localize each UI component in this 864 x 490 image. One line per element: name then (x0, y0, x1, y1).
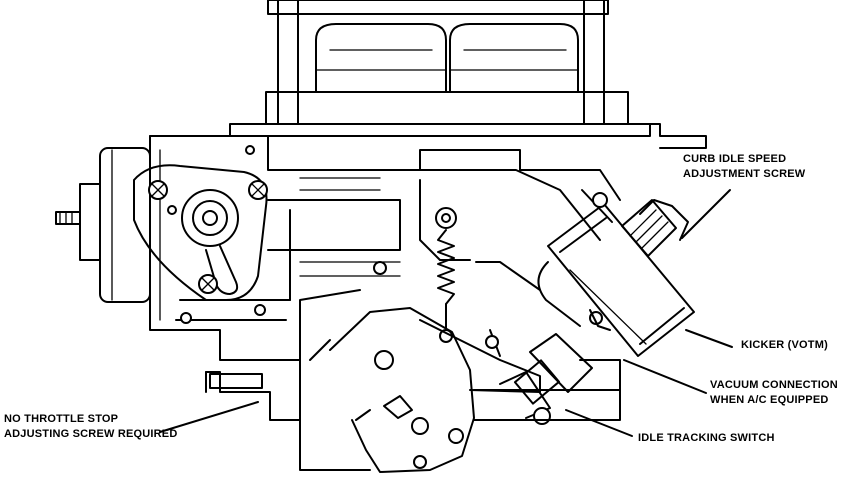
curb-idle-line-1: CURB IDLE SPEED (683, 153, 787, 165)
no-throttle-stop-label: NO THROTTLE STOP ADJUSTING SCREW REQUIRE… (4, 412, 177, 442)
vacuum-connection-label: VACUUM CONNECTION WHEN A/C EQUIPPED (710, 378, 838, 408)
throttle-linkage (419, 169, 601, 343)
curb-idle-line-2: ADJUSTMENT SCREW (683, 168, 806, 180)
curb-idle-speed-label: CURB IDLE SPEED ADJUSTMENT SCREW (683, 152, 805, 182)
leader-lines (159, 189, 733, 437)
throttle-lever (329, 307, 541, 473)
idle-tracking-switch-label: IDLE TRACKING SWITCH (638, 431, 775, 446)
kicker-line-1: KICKER (VOTM) (741, 339, 828, 351)
no-throttle-line-1: NO THROTTLE STOP (4, 413, 119, 425)
idle-tracking-line-1: IDLE TRACKING SWITCH (638, 432, 775, 444)
vacuum-line-1: VACUUM CONNECTION (710, 379, 838, 391)
throttle-base (205, 339, 621, 471)
no-throttle-line-2: ADJUSTING SCREW REQUIRED (4, 428, 178, 440)
vacuum-line-2: WHEN A/C EQUIPPED (710, 394, 829, 406)
kicker-label: KICKER (VOTM) (741, 338, 828, 353)
idle-tracking-switch-part (499, 333, 593, 425)
carburetor-body (149, 135, 621, 361)
air-horn-top (229, 0, 707, 149)
choke-housing (55, 147, 151, 303)
choke-cover (133, 164, 268, 301)
kicker-assembly (537, 189, 695, 357)
